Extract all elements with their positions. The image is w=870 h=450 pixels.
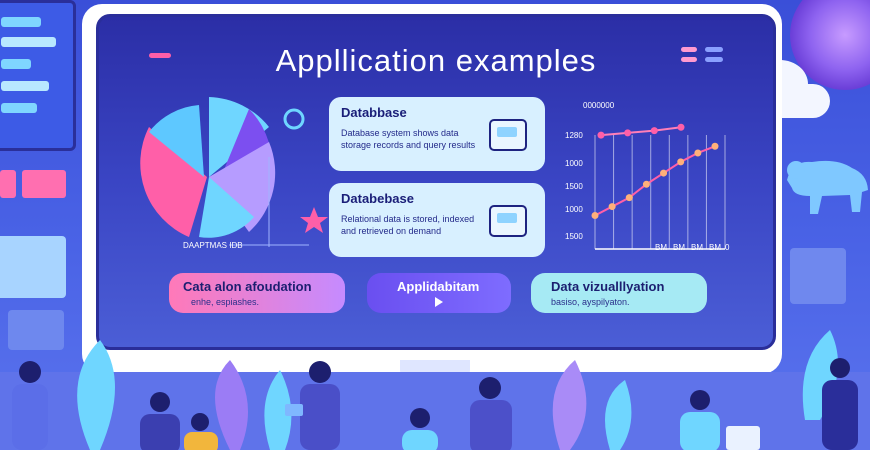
page-title: Appllication examples (275, 43, 597, 78)
data-point (694, 149, 702, 157)
decor-panel (790, 248, 846, 304)
play-icon (435, 297, 443, 307)
database-card-1[interactable]: Databbase Database system shows data sto… (329, 97, 545, 171)
chart-header: 0000000 (583, 101, 615, 110)
data-point (650, 127, 658, 135)
data-point (591, 212, 599, 219)
data-point (597, 131, 605, 139)
card-text: Relational data is stored, indexed and r… (341, 214, 475, 236)
card-text: Database system shows data storage recor… (341, 128, 476, 150)
y-tick-label: 1000 (565, 159, 583, 168)
window-control (705, 47, 723, 52)
window-control (681, 47, 697, 52)
window-control (149, 53, 171, 58)
y-tick-label: 1000 (565, 205, 583, 214)
button-sublabel: enhe, espiashes. (191, 297, 260, 307)
x-tick-label: BM (673, 243, 685, 252)
card-title: Databbase (341, 105, 407, 120)
data-point (677, 158, 685, 166)
x-tick-label: BM (691, 243, 703, 252)
data-visualization-button[interactable]: Data vizualllyation basiso, ayspilyaton. (531, 273, 707, 313)
button-label: Applidabitam (397, 279, 480, 294)
decor-tile (22, 170, 66, 198)
decor-card (0, 236, 66, 298)
data-point (625, 194, 633, 202)
data-point (660, 169, 668, 177)
data-point (677, 123, 685, 131)
x-tick-label: BM (655, 243, 667, 252)
card-title: Databebase (341, 191, 414, 206)
button-label: Data vizualllyation (551, 279, 665, 294)
decor-tile (0, 170, 16, 198)
data-point (711, 142, 719, 150)
bear-icon (782, 140, 870, 220)
data-point (608, 203, 616, 211)
data-point (642, 180, 650, 188)
button-sublabel: basiso, ayspilyaton. (551, 297, 630, 307)
y-tick-label: 1500 (565, 232, 583, 241)
decor-card (8, 310, 64, 350)
monitor-screen: Appllication examples DAAPTMAS IDB Datab… (96, 14, 776, 350)
x-tick-label: 0 (725, 243, 730, 252)
people-illustration (12, 330, 858, 450)
background-panel (0, 0, 76, 151)
data-point (624, 129, 632, 137)
data-foundation-button[interactable]: Cata alon afoudation enhe, espiashes. (169, 273, 345, 313)
x-tick-label: BM (709, 243, 721, 252)
button-label: Cata alon afoudation (183, 279, 312, 294)
line-chart (591, 123, 726, 250)
document-icon (489, 119, 527, 151)
y-tick-label: 1500 (565, 182, 583, 191)
pie-chart (140, 97, 328, 247)
y-tick-label: 1280 (565, 131, 583, 140)
window-control (705, 57, 723, 62)
application-button[interactable]: Applidabitam (367, 273, 511, 313)
database-card-2[interactable]: Databebase Relational data is stored, in… (329, 183, 545, 257)
document-icon (489, 205, 527, 237)
series-line (600, 126, 682, 137)
pie-axis-label: DAAPTMAS IDB (183, 241, 243, 250)
window-control (681, 57, 697, 62)
